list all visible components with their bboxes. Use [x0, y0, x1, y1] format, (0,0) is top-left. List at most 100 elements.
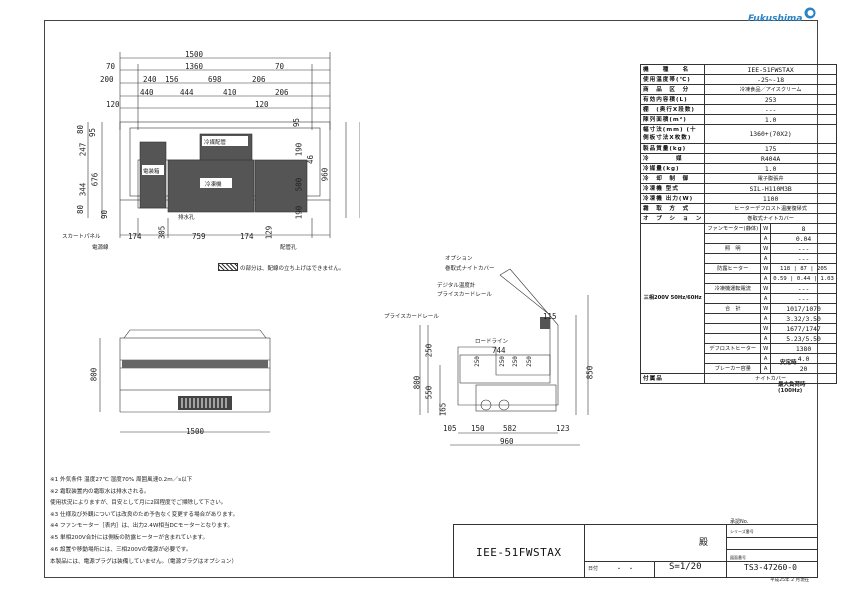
spec-key: 有効内容積(L): [639, 94, 706, 105]
dim-plan-206a: 206: [252, 75, 266, 84]
elec-value: ---: [770, 283, 837, 294]
spec-row: 使用温度帯(℃)-25~-18: [639, 74, 837, 85]
elec-value: 1380: [770, 343, 837, 354]
spec-row: 幅寸法(mm) (十側板寸法X枚数)1360+(70X2): [639, 124, 837, 144]
elec-key: [704, 293, 762, 304]
spec-value: 1360+(70X2): [704, 124, 837, 144]
spec-key: 付属品: [639, 373, 706, 384]
dim-plan-left-80b: 80: [76, 204, 86, 215]
spec-value: -25~-18: [704, 74, 837, 85]
dim-plan-right-120: 120: [255, 100, 269, 109]
dim-side-123: 123: [556, 424, 570, 433]
hatch-legend-swatch: [218, 263, 238, 271]
spec-key: 霜 取 方 式: [639, 203, 706, 214]
spec-row: 製品質量(kg)175: [639, 143, 837, 154]
dim-side-inner-250d: 250: [525, 356, 533, 367]
note-line: 使用状況によりますが、目安として月に2回程度でご掃除して下さい。: [50, 500, 227, 506]
spec-key: 使用温度帯(℃): [639, 74, 706, 85]
spec-row: 有効内容積(L)253: [639, 94, 837, 105]
elec-unit: W: [760, 223, 772, 234]
tb-divider-h: [584, 561, 817, 562]
dim-side-105: 105: [443, 424, 457, 433]
label-power-cable: 電源線: [92, 245, 109, 251]
spec-row: 冷媒量(kg)1.0: [639, 163, 837, 174]
elec-key: [704, 353, 762, 364]
dim-plan-left-247: 247: [78, 142, 88, 157]
elec-unit: W: [760, 303, 772, 314]
dim-plan-left-676: 676: [90, 172, 100, 187]
spec-row: 商 品 区 分冷凍食品／アイスクリーム: [639, 84, 837, 95]
note-line: 本製品には、電源プラグは装備していません。（電源プラグはオプション）: [50, 559, 238, 565]
spec-key: 冷 却 制 御: [639, 173, 706, 184]
elec-key: [704, 313, 762, 324]
elec-key: [704, 273, 762, 284]
elec-unit: A: [760, 273, 772, 284]
elec-value: 1677/1747: [770, 323, 837, 334]
spec-key: 幅寸法(mm) (十側板寸法X枚数): [639, 124, 706, 144]
elec-key: ファンモーター(静体): [704, 223, 762, 234]
spec-row: 冷 却 制 御電子膨張弁: [639, 173, 837, 184]
dim-plan-side-left: 70: [106, 62, 116, 71]
spec-key: 冷凍機 出力(W): [639, 193, 706, 204]
label-refrigerant-pipe: 冷媒配管: [204, 140, 227, 146]
dim-plan-left-344: 344: [78, 182, 88, 197]
side-note-max: 最大負荷時 (100Hz): [778, 382, 806, 394]
dim-plan-444: 444: [180, 88, 194, 97]
tb-approval-label: 承認No.: [730, 519, 749, 525]
spec-row: 付属品ナイトカバー: [639, 373, 837, 384]
dim-side-inner-250b: 250: [498, 356, 506, 367]
dim-side-inner-250a: 250: [473, 356, 481, 367]
spec-value: 1100: [704, 193, 837, 204]
dim-front-width: 1500: [186, 427, 205, 436]
dim-side-inner-250c: 250: [511, 356, 519, 367]
dim-plan-left-90: 90: [100, 209, 110, 220]
logo-mark-icon: [804, 7, 816, 19]
spec-value: IEE-51FWSTAX: [704, 64, 837, 75]
elec-key: デフロストヒーター: [704, 343, 762, 354]
spec-value: 1.0: [704, 163, 837, 174]
tb-date-value: ・ ・: [616, 566, 635, 573]
elec-key: ブレーカー容量: [704, 363, 762, 374]
elec-unit: A: [760, 353, 772, 364]
spec-value: 巻取式ナイトカバー: [704, 213, 837, 224]
dim-plan-bottom-759: 759: [192, 232, 206, 241]
side-view-drawing: [419, 268, 589, 446]
note-line: ※3 仕様及び外観については改良のため予告なく変更する場合があります。: [50, 512, 239, 518]
dim-side-960: 960: [500, 437, 514, 446]
elec-group-label: 三相200V 50Hz/60Hz: [639, 223, 706, 374]
elec-unit: A: [760, 363, 772, 374]
dim-plan-120: 120: [106, 100, 120, 109]
elec-key: 合 計: [704, 303, 762, 314]
spec-value: ---: [704, 104, 837, 115]
logo-text: Fukushima: [748, 14, 803, 24]
label-skirt-panel: スカートパネル: [62, 234, 101, 240]
label-piping-hole: 配管孔: [280, 245, 297, 251]
spec-key: 棚 (奥行X段数): [639, 104, 706, 115]
elec-unit: W: [760, 283, 772, 294]
dim-plan-right-190b: 190: [294, 205, 304, 220]
dim-front-height: 800: [89, 367, 99, 382]
spec-row: 棚 (奥行X段数)---: [639, 104, 837, 115]
spec-key: 冷媒量(kg): [639, 163, 706, 174]
dim-side-850: 850: [585, 365, 595, 380]
dim-side-800: 800: [412, 375, 422, 390]
dim-plan-410: 410: [223, 88, 237, 97]
tb-date-label: 日付: [588, 566, 599, 572]
tb-drawing-no: TS3-47260-0: [744, 563, 797, 572]
spec-key: オ プ シ ョ ン: [639, 213, 706, 224]
elec-value: 0.59 | 0.44 | 1.03: [770, 273, 837, 284]
elec-key: [704, 233, 762, 244]
dim-plan-right-95: 95: [292, 117, 302, 128]
dim-plan-bottom-129: 129: [264, 225, 274, 240]
elec-key: 照 明: [704, 243, 762, 254]
tb-honorific: 殿: [699, 538, 709, 548]
dim-side-582: 582: [503, 424, 517, 433]
spec-value: 175: [704, 143, 837, 154]
dim-plan-overall-width: 1500: [185, 50, 204, 59]
elec-unit: W: [760, 243, 772, 254]
dim-plan-left-95: 95: [88, 127, 98, 138]
elec-unit: A: [760, 293, 772, 304]
elec-value: 1017/1070: [770, 303, 837, 314]
dim-plan-right-500: 500: [294, 177, 304, 192]
